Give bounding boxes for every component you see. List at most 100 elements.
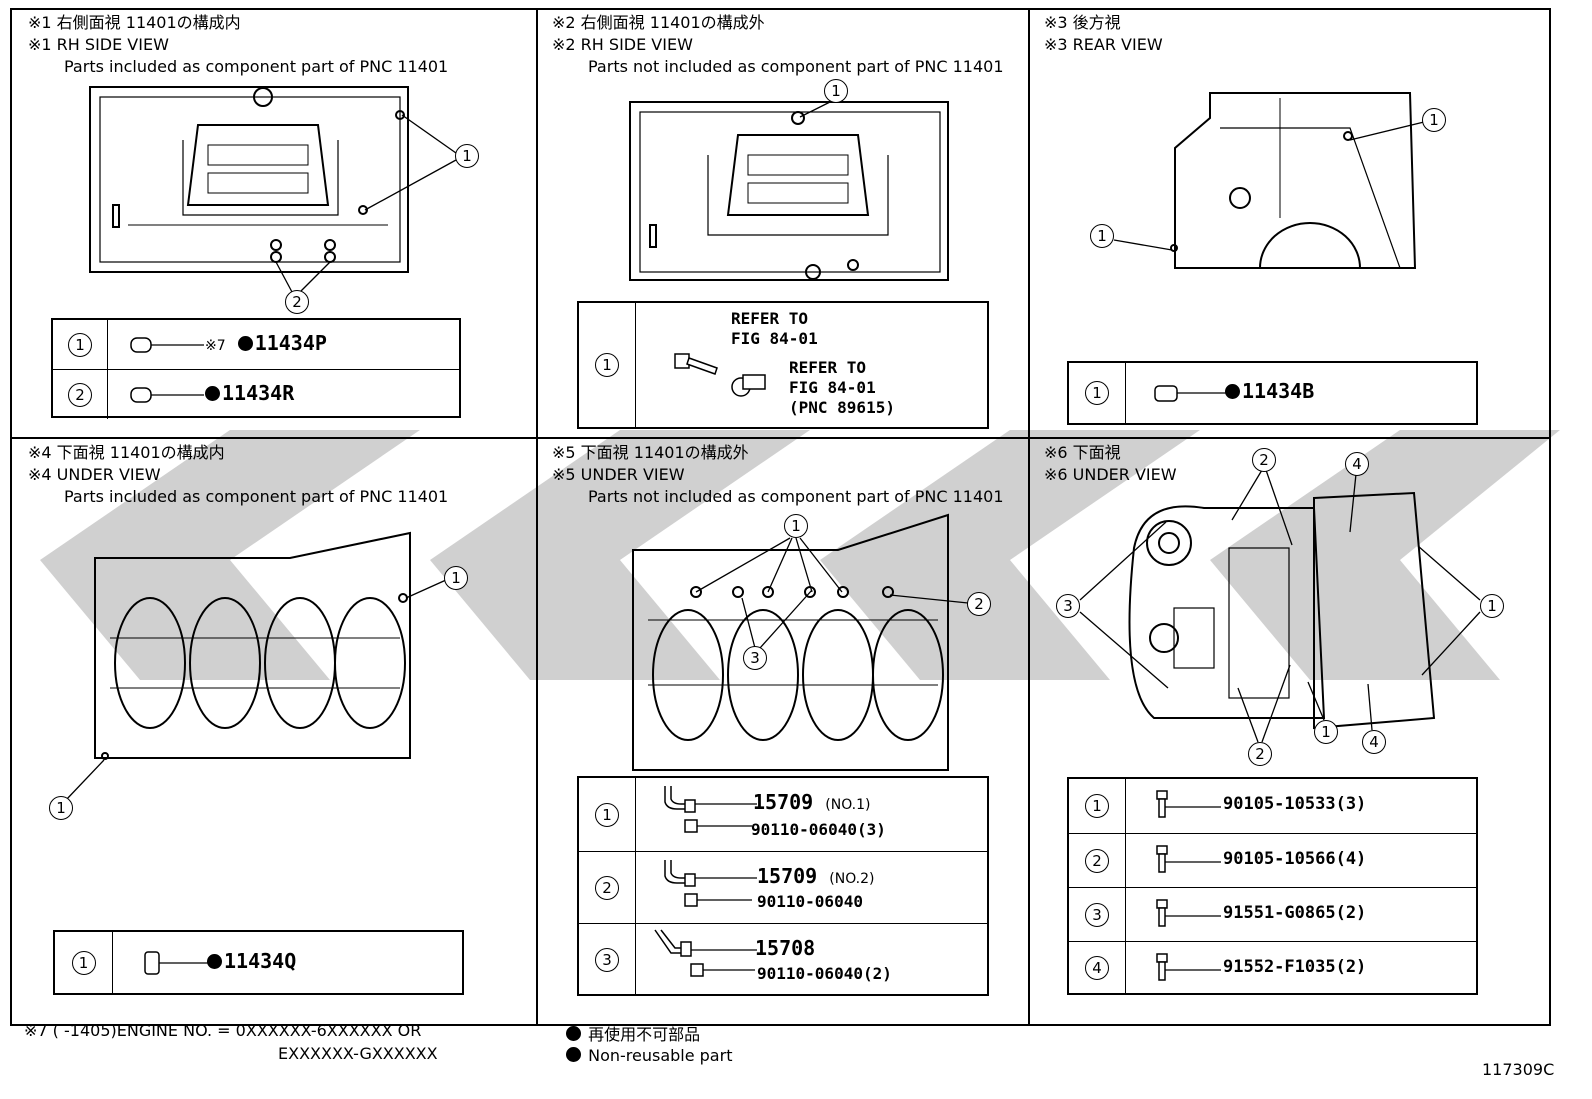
p3-callout-1b: 1 (1090, 224, 1114, 248)
p5-desc: Parts not included as component part of … (588, 487, 1004, 506)
oil-jet-icon (654, 929, 757, 977)
p5-title-jp: ※5 下面視 11401の構成外 (552, 443, 749, 462)
table-row: 2 90105-10566(4) (1069, 833, 1476, 888)
row-number: 3 (595, 947, 619, 972)
p5-parts-table: 1 15709 (NO.1) 90110-06040(3) 2 (577, 776, 989, 996)
p1-parts-table: 1 ※7 11434P 2 11434R (51, 318, 461, 419)
bolt-icon (1156, 899, 1221, 927)
table-row: 1 11434Q (55, 932, 462, 993)
p6-leaders (1079, 469, 1481, 743)
figure-id: 117309C (1482, 1060, 1555, 1079)
non-reusable-dot-icon (1225, 384, 1240, 399)
part-number: 15709 (753, 790, 814, 814)
table-row: 1 REFER TO FIG 84-01 REFER TO FIG 84-01 … (579, 303, 987, 427)
non-reusable-dot-icon (205, 386, 220, 401)
p6-header: ※6 下面視 ※6 UNDER VIEW (1044, 442, 1177, 486)
p4-title-jp: ※4 下面視 11401の構成内 (28, 443, 225, 462)
p1-leaders (275, 114, 457, 293)
p1-title-jp: ※1 右側面視 11401の構成内 (28, 13, 241, 32)
divider-h1 (10, 437, 1551, 439)
part-note: (NO.2) (829, 871, 875, 887)
p2-callout-1: 1 (824, 79, 848, 103)
legend-en: Non-reusable part (566, 1046, 732, 1065)
part-number: 11434B (1242, 379, 1315, 403)
p2-engine-block-drawing (629, 101, 949, 281)
p6-callout-4b: 4 (1362, 730, 1386, 754)
table-row: 2 11434R (53, 369, 459, 419)
refer-to-label: REFER TO (731, 309, 809, 328)
figure-frame (10, 8, 1551, 1026)
prefix: ※7 (205, 338, 226, 354)
oil-jet-icon (664, 786, 757, 833)
p3-parts-table: 1 11434B (1067, 361, 1478, 425)
table-row: 4 91552-F1035(2) (1069, 941, 1476, 994)
p1-desc: Parts included as component part of PNC … (64, 57, 449, 76)
p2-title-en: ※2 RH SIDE VIEW (552, 35, 693, 54)
p2-parts-table: 1 REFER TO FIG 84-01 REFER TO FIG 84-01 … (577, 301, 989, 429)
sensor-icon (731, 374, 766, 397)
row-number: 1 (595, 802, 619, 827)
p5-callout-3: 3 (743, 646, 767, 670)
p2-desc: Parts not included as component part of … (588, 57, 1004, 76)
p4-desc: Parts included as component part of PNC … (64, 487, 449, 506)
row-number: 1 (68, 332, 92, 357)
table-row: 1 ※7 11434P (53, 320, 459, 369)
non-reusable-dot-icon (237, 336, 253, 351)
engine-no-note: ※7 ( -1405)ENGINE NO. = 0XXXXXX-6XXXXXX … (24, 1021, 422, 1040)
bolt-icon (1156, 953, 1221, 981)
p5-callout-1: 1 (784, 514, 808, 538)
part-number: 11434Q (224, 949, 297, 973)
p6-callout-2b: 2 (1248, 742, 1272, 766)
p3-rear-view-drawing (1170, 92, 1417, 269)
p1-callout-1: 1 (455, 144, 479, 168)
pnc-reference: (PNC 89615) (789, 398, 895, 417)
bolt-part-number: 90110-06040 (757, 892, 863, 911)
p5-callout-2: 2 (967, 592, 991, 616)
row-number: 1 (1085, 794, 1109, 818)
p6-under-view-drawing (1128, 491, 1436, 730)
bolt-icon (1156, 845, 1221, 873)
bolt-part-number: 90110-06040(3) (751, 820, 886, 839)
legend-en-label: Non-reusable part (588, 1046, 733, 1065)
p4-callout-1a: 1 (444, 566, 468, 590)
fig-reference[interactable]: FIG 84-01 (731, 329, 818, 348)
p2-header: ※2 右側面視 11401の構成外 ※2 RH SIDE VIEW Parts … (552, 12, 1004, 78)
part-number: 15708 (755, 936, 816, 960)
bolt-icon (1156, 790, 1221, 818)
oil-jet-icon (664, 860, 757, 907)
bolt-part-number: 90110-06040(2) (757, 964, 892, 983)
p5-header: ※5 下面視 11401の構成外 ※5 UNDER VIEW Parts not… (552, 442, 1004, 508)
non-reusable-dot-icon (566, 1047, 581, 1062)
p6-title-en: ※6 UNDER VIEW (1044, 465, 1177, 484)
table-row: 1 90105-10533(3) (1069, 779, 1476, 833)
p4-callout-1b: 1 (49, 796, 73, 820)
sleeve-icon (130, 387, 204, 403)
p6-callout-1a: 1 (1480, 594, 1504, 618)
sleeve-icon (130, 337, 204, 353)
part-number: 91552-F1035(2) (1223, 957, 1367, 977)
row-number: 2 (1085, 849, 1109, 873)
p5-title-en: ※5 UNDER VIEW (552, 465, 685, 484)
row-number: 1 (1085, 381, 1109, 405)
p4-parts-table: 1 11434Q (53, 930, 464, 995)
fig-reference[interactable]: FIG 84-01 (789, 378, 876, 397)
part-number: 11434P (254, 331, 327, 355)
row-number: 2 (595, 876, 619, 900)
legend-jp: 再使用不可部品 (566, 1021, 700, 1045)
dowel-pin-icon (144, 951, 208, 975)
p1-header: ※1 右側面視 11401の構成内 ※1 RH SIDE VIEW Parts … (28, 12, 448, 78)
row-number: 1 (71, 950, 96, 975)
row-number: 3 (1085, 903, 1109, 927)
p6-title-jp: ※6 下面視 (1044, 443, 1121, 462)
p1-engine-block-drawing (89, 86, 409, 273)
sleeve-icon (1154, 385, 1228, 402)
part-note: (NO.1) (825, 797, 871, 813)
p3-title-en: ※3 REAR VIEW (1044, 35, 1163, 54)
part-number: 91551-G0865(2) (1223, 903, 1367, 923)
p5-leaders (695, 537, 969, 649)
table-row: 3 15708 90110-06040(2) (579, 923, 987, 995)
p3-callout-1a: 1 (1422, 108, 1446, 132)
non-reusable-dot-icon (207, 954, 222, 969)
table-row: 2 15709 (NO.2) 90110-06040 (579, 851, 987, 924)
p4-leaders (65, 579, 447, 801)
